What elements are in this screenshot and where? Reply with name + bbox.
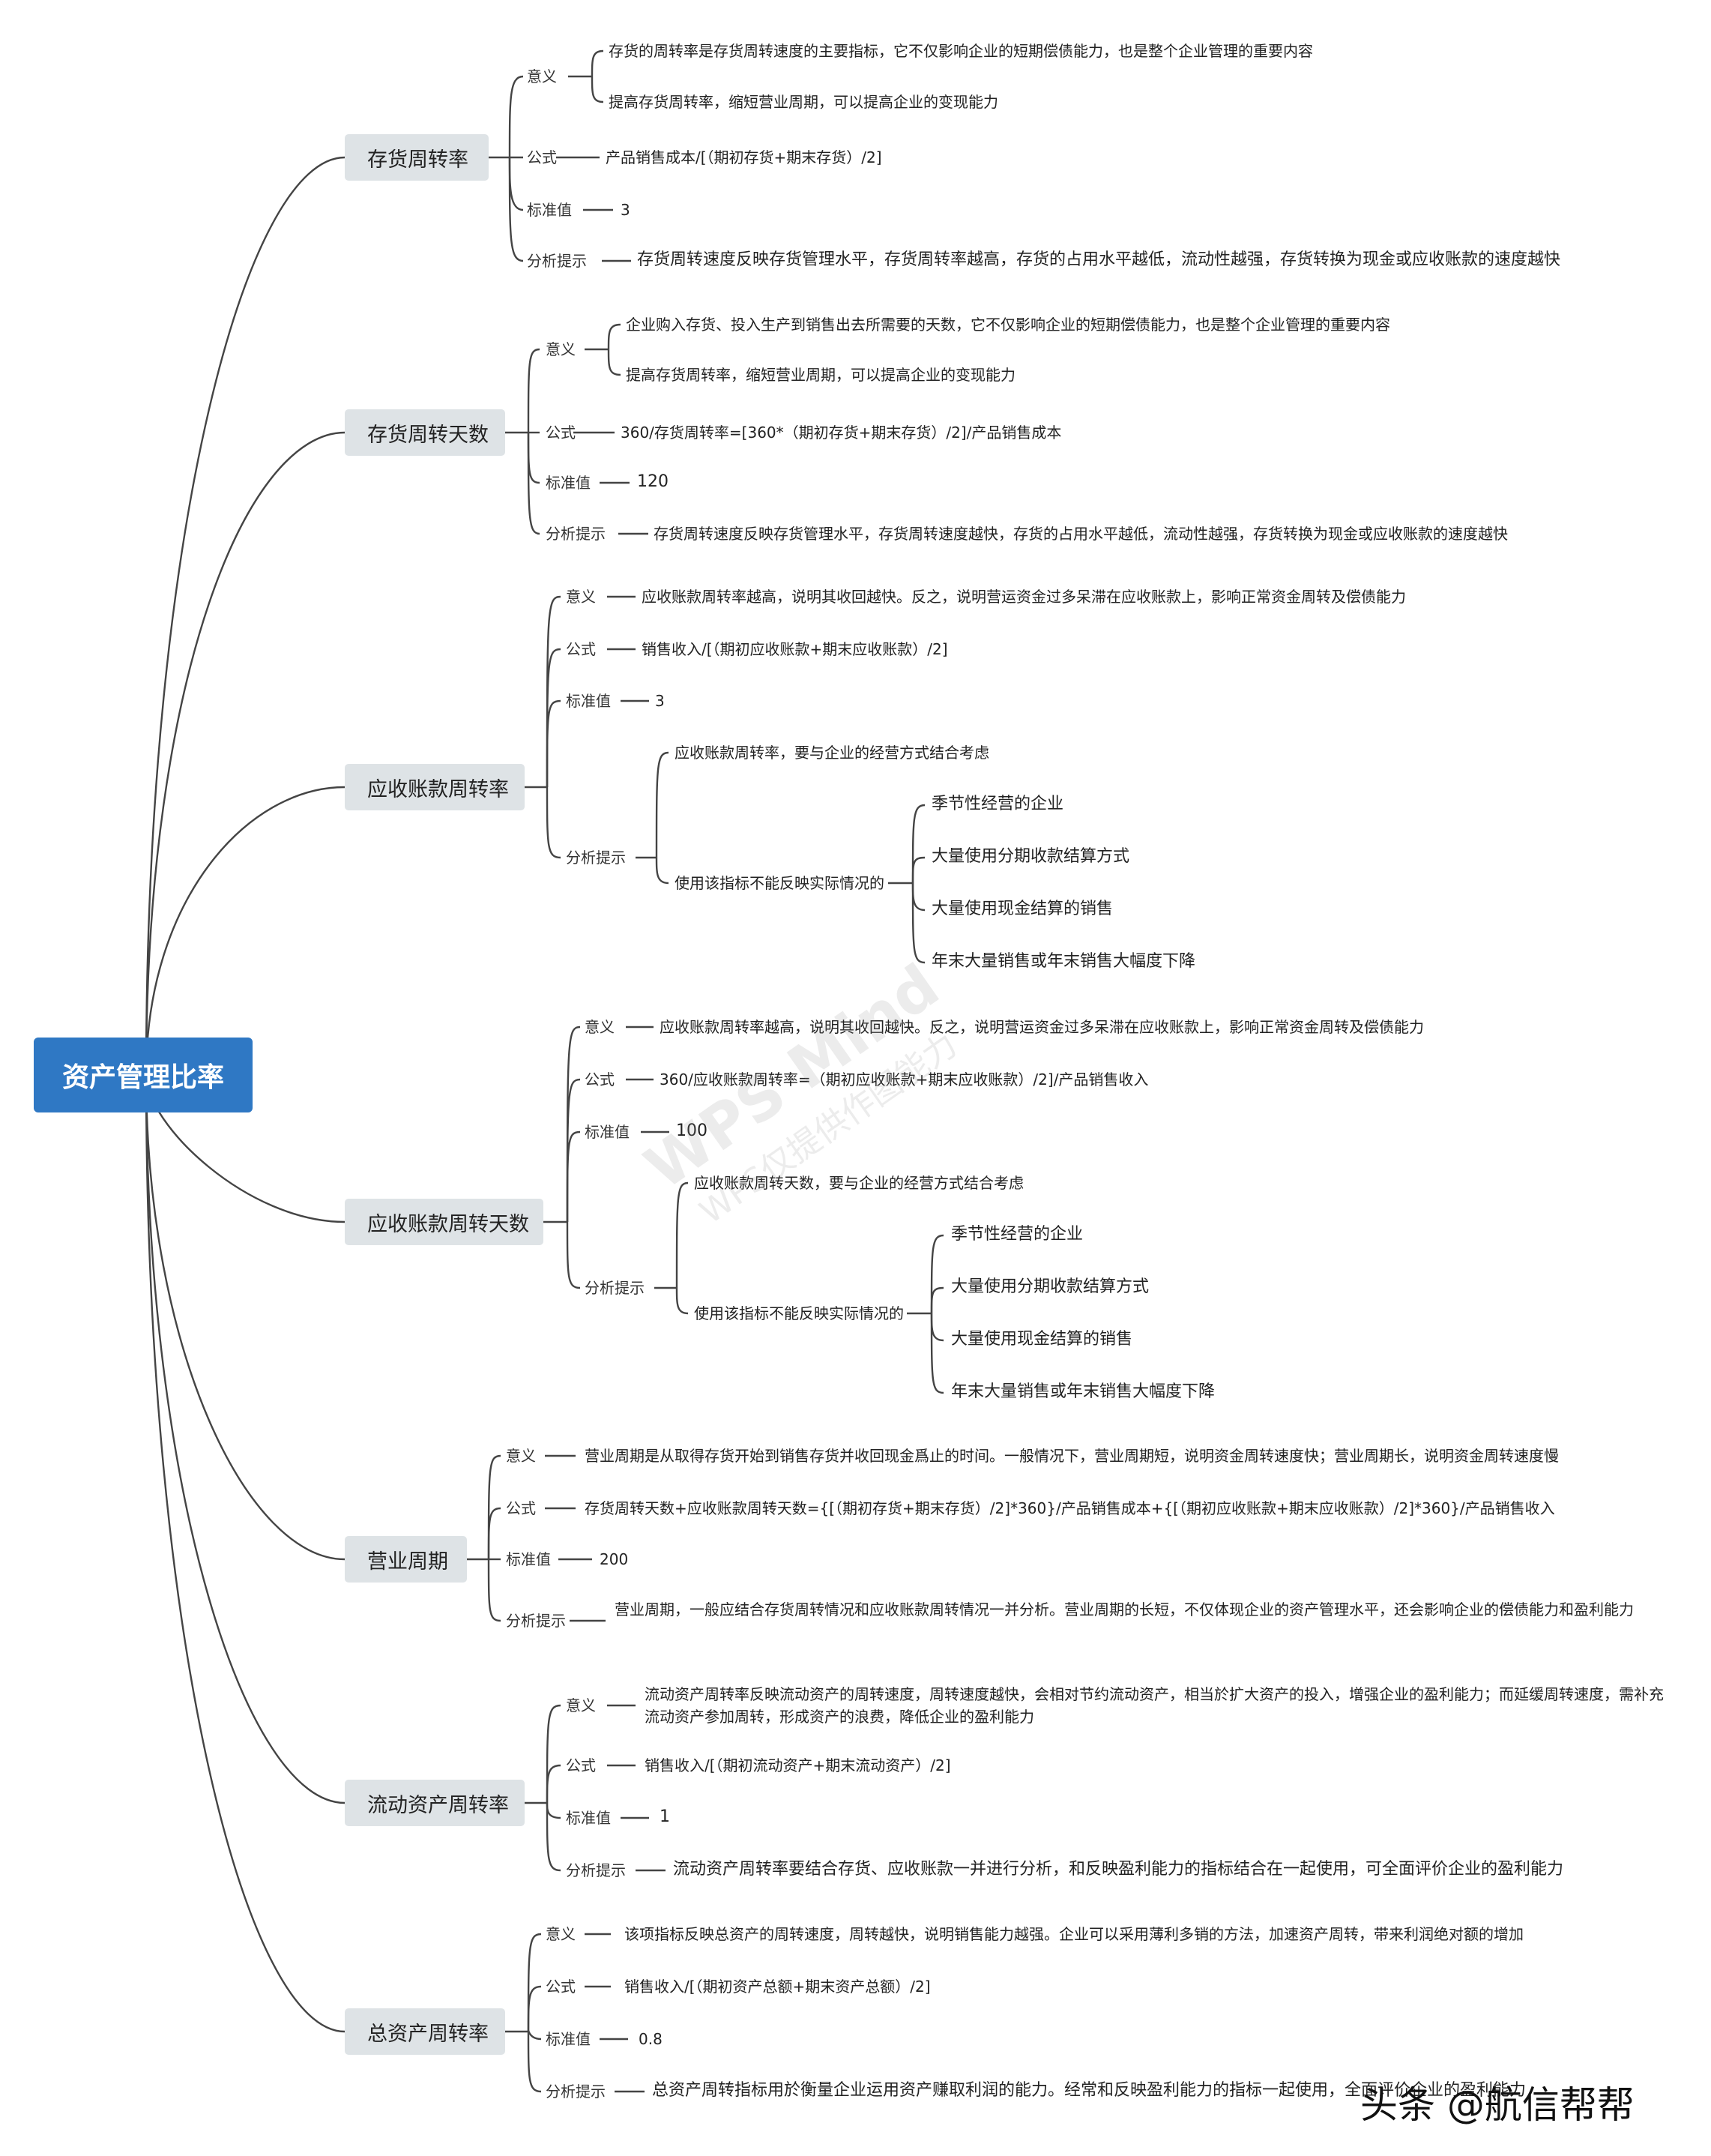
root-node[interactable]: 资产管理比率 bbox=[34, 1038, 253, 1112]
b7-formula: 销售收入/[（期初资产总额+期末资产总额）/2] bbox=[624, 1978, 931, 1996]
label-analysis: 分析提示 bbox=[585, 1279, 645, 1297]
label-meaning: 意义 bbox=[566, 588, 596, 606]
b6-meaning: 流动资产周转率反映流动资产的周转速度，周转速度越快，会相对节约流动资产，相当於扩… bbox=[645, 1685, 1664, 1726]
label-formula: 公式 bbox=[546, 424, 576, 442]
b2-analysis: 存货周转速度反映存货管理水平，存货周转速度越快，存货的占用水平越低，流动性越强，… bbox=[654, 525, 1508, 543]
label-analysis: 分析提示 bbox=[546, 525, 606, 543]
b5-standard: 200 bbox=[600, 1550, 629, 1568]
label-formula: 公式 bbox=[566, 1756, 596, 1774]
label-meaning: 意义 bbox=[527, 67, 557, 85]
b5-meaning: 营业周期是从取得存货开始到销售存货并收回现金爲止的时间。一般情况下，营业周期短，… bbox=[585, 1447, 1559, 1465]
label-meaning: 意义 bbox=[566, 1696, 596, 1714]
b3-case-2: 大量使用分期收款结算方式 bbox=[932, 847, 1130, 866]
branch-operating-cycle[interactable]: 营业周期 bbox=[345, 1536, 467, 1583]
b2-formula: 360/存货周转率=[360*（期初存货+期末存货）/2]/产品销售成本 bbox=[621, 424, 1062, 442]
b3-case-3: 大量使用现金结算的销售 bbox=[932, 900, 1114, 918]
b3-analysis-a: 应收账款周转率，要与企业的经营方式结合考虑 bbox=[675, 744, 989, 762]
b6-analysis: 流动资产周转率要结合存货、应收账款一并进行分析，和反映盈利能力的指标结合在一起使… bbox=[673, 1860, 1564, 1879]
label-standard: 标准值 bbox=[546, 474, 591, 492]
branch-current-assets-turnover[interactable]: 流动资产周转率 bbox=[345, 1780, 525, 1826]
label-formula: 公式 bbox=[546, 1978, 576, 1996]
b4-case-4: 年末大量销售或年末销售大幅度下降 bbox=[951, 1382, 1216, 1401]
label-standard: 标准值 bbox=[585, 1123, 630, 1141]
b6-standard: 1 bbox=[660, 1807, 670, 1826]
b4-case-3: 大量使用现金结算的销售 bbox=[951, 1330, 1133, 1349]
b7-analysis: 总资产周转指标用於衡量企业运用资产赚取利润的能力。经常和反映盈利能力的指标一起使… bbox=[652, 2081, 1527, 2100]
label-meaning: 意义 bbox=[546, 1925, 576, 1943]
label-analysis: 分析提示 bbox=[527, 252, 587, 270]
b3-standard: 3 bbox=[655, 692, 665, 710]
label-meaning: 意义 bbox=[506, 1447, 536, 1465]
label-standard: 标准值 bbox=[566, 1809, 611, 1827]
label-formula: 公式 bbox=[506, 1499, 536, 1517]
b3-meaning: 应收账款周转率越高，说明其收回越快。反之，说明营运资金过多呆滞在应收账款上，影响… bbox=[642, 588, 1406, 606]
label-standard: 标准值 bbox=[546, 2030, 591, 2048]
b4-analysis-b: 使用该指标不能反映实际情况的 bbox=[694, 1304, 904, 1322]
label-formula: 公式 bbox=[585, 1071, 615, 1088]
b1-standard: 3 bbox=[621, 201, 630, 219]
b4-standard: 100 bbox=[676, 1121, 707, 1140]
branch-receivables-turnover[interactable]: 应收账款周转率 bbox=[345, 764, 525, 810]
branch-receivables-days[interactable]: 应收账款周转天数 bbox=[345, 1199, 543, 1245]
b1-formula: 产品销售成本/[（期初存货+期末存货）/2] bbox=[606, 148, 882, 166]
label-meaning: 意义 bbox=[546, 340, 576, 358]
b1-meaning-2: 提高存货周转率，缩短营业周期，可以提高企业的变现能力 bbox=[609, 93, 998, 111]
b5-formula: 存货周转天数+应收账款周转天数={[（期初存货+期末存货）/2]*360}/产品… bbox=[585, 1499, 1555, 1517]
label-formula: 公式 bbox=[566, 640, 596, 658]
label-analysis: 分析提示 bbox=[566, 849, 626, 867]
label-analysis: 分析提示 bbox=[546, 2083, 606, 2101]
b7-meaning: 该项指标反映总资产的周转速度，周转越快，说明销售能力越强。企业可以采用薄利多销的… bbox=[624, 1925, 1524, 1943]
b3-case-1: 季节性经营的企业 bbox=[932, 795, 1064, 813]
label-standard: 标准值 bbox=[566, 692, 611, 710]
b4-analysis-a: 应收账款周转天数，要与企业的经营方式结合考虑 bbox=[694, 1174, 1024, 1192]
branch-inventory-turnover[interactable]: 存货周转率 bbox=[345, 134, 489, 181]
b6-formula: 销售收入/[（期初流动资产+期末流动资产）/2] bbox=[645, 1756, 951, 1774]
b3-formula: 销售收入/[（期初应收账款+期末应收账款）/2] bbox=[642, 640, 948, 658]
b4-case-2: 大量使用分期收款结算方式 bbox=[951, 1277, 1150, 1296]
author-credit: 头条 @航信帮帮 bbox=[1360, 2083, 1635, 2127]
b7-standard: 0.8 bbox=[639, 2030, 663, 2048]
label-meaning: 意义 bbox=[585, 1018, 615, 1036]
branch-total-assets-turnover[interactable]: 总资产周转率 bbox=[345, 2008, 505, 2055]
label-analysis: 分析提示 bbox=[566, 1861, 626, 1879]
b4-case-1: 季节性经营的企业 bbox=[951, 1225, 1084, 1244]
b5-analysis: 营业周期，一般应结合存货周转情况和应收账款周转情况一并分析。营业周期的长短，不仅… bbox=[615, 1601, 1634, 1618]
label-analysis: 分析提示 bbox=[506, 1612, 566, 1630]
b2-standard: 120 bbox=[637, 472, 669, 491]
b3-analysis-b: 使用该指标不能反映实际情况的 bbox=[675, 874, 884, 892]
b3-case-4: 年末大量销售或年末销售大幅度下降 bbox=[932, 952, 1196, 971]
label-standard: 标准值 bbox=[527, 201, 572, 219]
b2-meaning-2: 提高存货周转率，缩短营业周期，可以提高企业的变现能力 bbox=[626, 366, 1016, 384]
b2-meaning-1: 企业购入存货、投入生产到销售出去所需要的天数，它不仅影响企业的短期偿债能力，也是… bbox=[626, 316, 1390, 334]
label-standard: 标准值 bbox=[506, 1550, 551, 1568]
branch-inventory-days[interactable]: 存货周转天数 bbox=[345, 409, 505, 456]
b4-formula: 360/应收账款周转率=（期初应收账款+期末应收账款）/2]/产品销售收入 bbox=[660, 1071, 1149, 1088]
b4-meaning: 应收账款周转率越高，说明其收回越快。反之，说明营运资金过多呆滞在应收账款上，影响… bbox=[660, 1018, 1424, 1036]
b1-meaning-1: 存货的周转率是存货周转速度的主要指标，它不仅影响企业的短期偿债能力，也是整个企业… bbox=[609, 42, 1313, 60]
b1-analysis: 存货周转速度反映存货管理水平，存货周转率越高，存货的占用水平越低，流动性越强，存… bbox=[637, 250, 1561, 269]
label-formula: 公式 bbox=[527, 148, 557, 166]
